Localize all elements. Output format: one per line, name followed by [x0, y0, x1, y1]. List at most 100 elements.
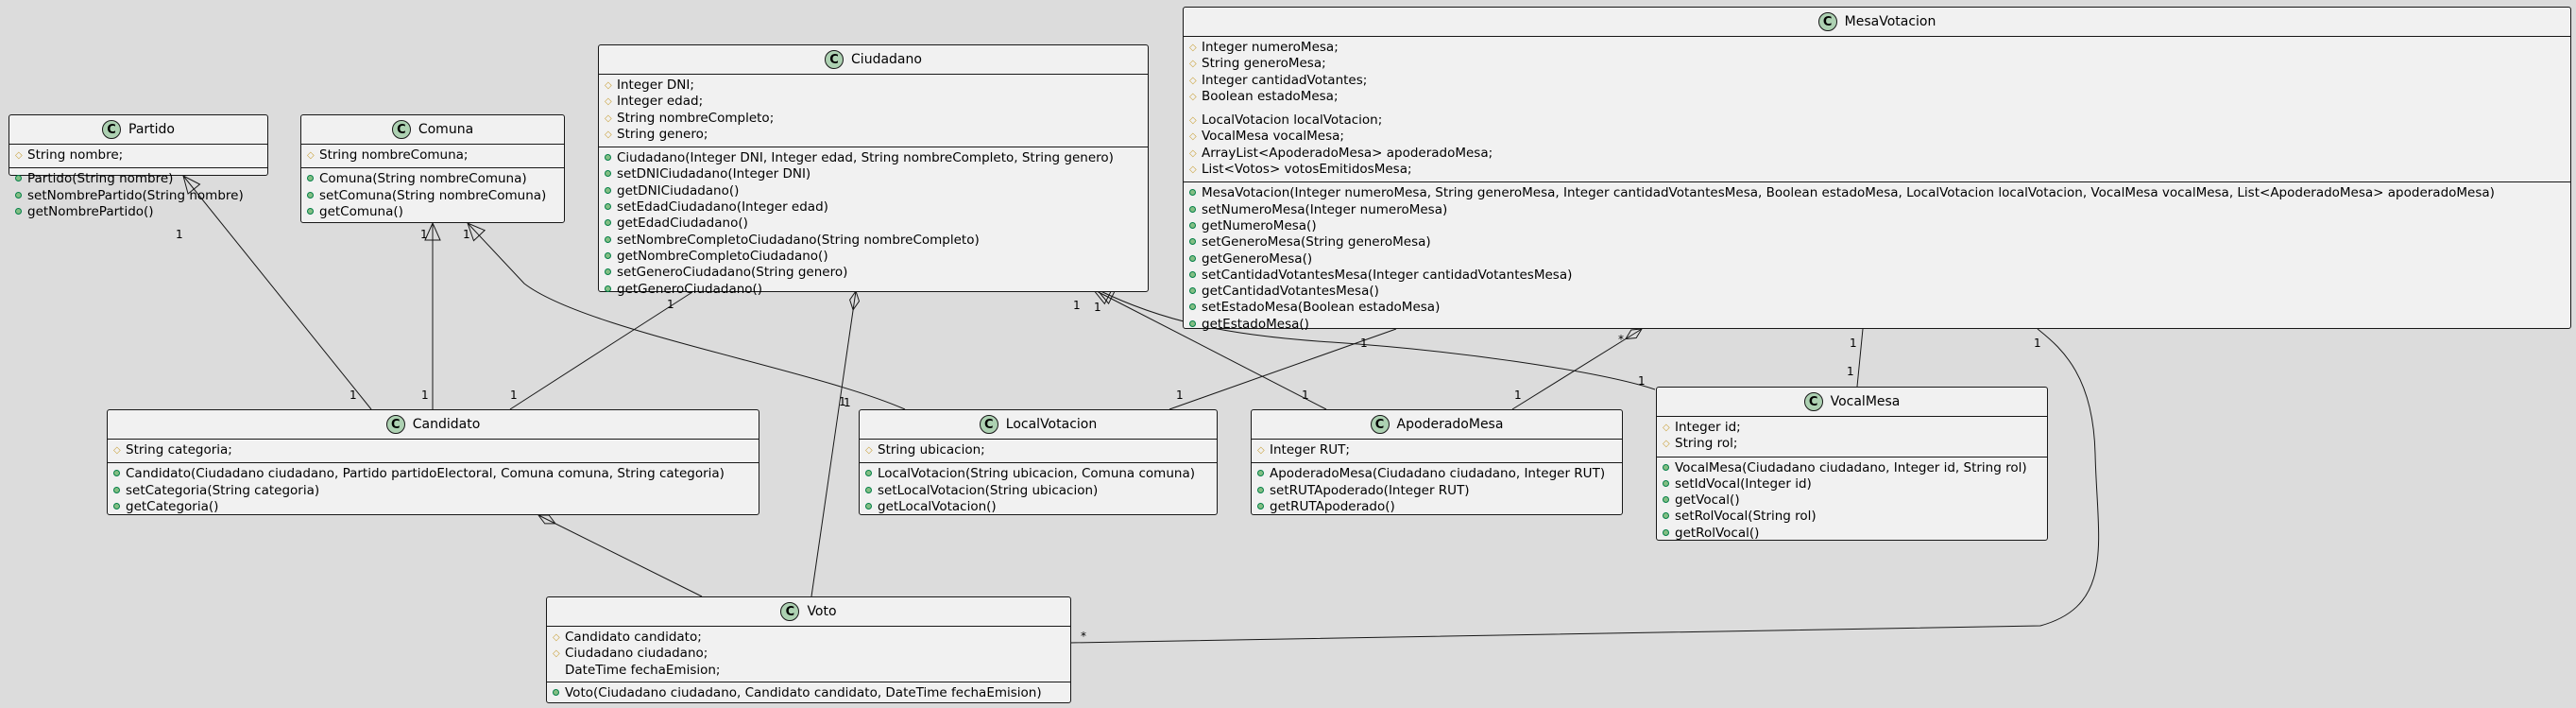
field: ◇String rol; — [1663, 436, 1738, 452]
public-icon — [1257, 484, 1270, 499]
method: setComuna(String nombreComuna) — [307, 188, 558, 204]
field: ◇VocalMesa vocalMesa; — [1189, 129, 1344, 145]
field: ◇String categoria; — [113, 442, 232, 458]
method: getNombrePartido() — [15, 204, 262, 220]
multiplicity-label: 1 — [463, 228, 470, 241]
class-icon: C — [979, 415, 998, 434]
protected-icon: ◇ — [1189, 43, 1197, 53]
class-comuna[interactable]: C Comuna ◇String nombreComuna; Comuna(Str… — [300, 114, 565, 223]
method: getNumeroMesa() — [1189, 218, 2565, 234]
field: ◇Integer DNI; — [605, 78, 694, 93]
class-icon: C — [391, 120, 411, 139]
method: setEdadCiudadano(Integer edad) — [605, 199, 1142, 216]
public-icon — [605, 250, 617, 265]
protected-icon: ◇ — [1663, 423, 1670, 433]
method: getDNICiudadano() — [605, 183, 1142, 199]
method: ApoderadoMesa(Ciudadano ciudadano, Integ… — [1257, 466, 1616, 482]
methods-section: Candidato(Ciudadano ciudadano, Partido p… — [108, 462, 759, 519]
method: getVocal() — [1663, 492, 2041, 509]
field: ◇Integer RUT; — [1257, 442, 1350, 458]
method: setNombrePartido(String nombre) — [15, 188, 262, 204]
protected-icon: ◇ — [865, 445, 873, 456]
public-icon — [1189, 219, 1202, 234]
field: ◇Candidato candidato; — [553, 630, 702, 645]
public-icon — [15, 189, 27, 204]
public-icon — [1189, 318, 1202, 333]
public-icon — [1189, 285, 1202, 300]
field: ◇String nombre; — [15, 147, 124, 163]
method: setGeneroCiudadano(String genero) — [605, 265, 1142, 281]
public-icon — [865, 484, 878, 499]
method: Ciudadano(Integer DNI, Integer edad, Str… — [605, 150, 1142, 166]
edge-voto-mesa — [1069, 328, 2100, 644]
methods-section: Voto(Ciudadano ciudadano, Candidato cand… — [547, 681, 1070, 705]
multiplicity-label: 1 — [510, 389, 518, 402]
method: setGeneroMesa(String generoMesa) — [1189, 234, 2565, 250]
methods-section: Comuna(String nombreComuna) setComuna(St… — [301, 167, 564, 224]
field: ◇String ubicacion; — [865, 442, 985, 458]
field: ◇String generoMesa; — [1189, 56, 1326, 72]
protected-icon: ◇ — [553, 648, 560, 660]
protected-icon: ◇ — [605, 80, 612, 91]
method: setRolVocal(String rol) — [1663, 509, 2041, 525]
method: setEstadoMesa(Boolean estadoMesa) — [1189, 300, 2565, 316]
method: setCantidadVotantesMesa(Integer cantidad… — [1189, 268, 2565, 284]
class-icon: C — [385, 415, 405, 434]
class-icon: C — [825, 50, 844, 69]
public-icon — [865, 467, 878, 482]
class-name: ApoderadoMesa — [1396, 417, 1504, 432]
field: ◇String nombreCompleto; — [605, 110, 775, 126]
edge-candidato-partido — [183, 176, 372, 410]
field: ◇Boolean estadoMesa; — [1189, 88, 1339, 104]
edge-apoderado-mesa — [1511, 329, 1642, 410]
class-name: MesaVotacion — [1844, 14, 1936, 29]
class-header: C Candidato — [108, 410, 759, 440]
class-name: VocalMesa — [1830, 394, 1901, 409]
fields-section: ◇Integer id; ◇String rol; — [1657, 417, 2047, 457]
class-icon: C — [1817, 12, 1837, 31]
field: ◇LocalVotacion localVotacion; — [1189, 112, 1383, 129]
public-icon — [307, 189, 319, 204]
multiplicity-label: 1 — [2034, 337, 2041, 350]
method: getComuna() — [307, 204, 558, 220]
fields-section: ◇String ubicacion; — [860, 440, 1217, 462]
public-icon — [1189, 235, 1202, 250]
class-name: Comuna — [418, 122, 474, 137]
class-name: Candidato — [412, 417, 481, 432]
public-icon — [113, 467, 126, 482]
public-icon — [15, 172, 27, 187]
fields-section: ◇Integer DNI; ◇Integer edad; ◇String nom… — [599, 75, 1148, 147]
method: Comuna(String nombreComuna) — [307, 171, 558, 187]
edge-voto-candidato — [538, 515, 703, 597]
multiplicity-label: 1 — [1638, 374, 1646, 388]
public-icon — [1189, 252, 1202, 268]
protected-icon: ◇ — [1189, 75, 1197, 86]
public-icon — [553, 686, 565, 701]
edge-candidato-ciudadano — [509, 291, 693, 410]
multiplicity-label: * — [1081, 630, 1086, 643]
protected-icon: ◇ — [1189, 59, 1197, 70]
public-icon — [1189, 203, 1202, 218]
method: getRolVocal() — [1663, 526, 2041, 542]
protected-icon: ◇ — [1189, 147, 1197, 159]
multiplicity-label: 1 — [1360, 337, 1368, 350]
methods-section: MesaVotacion(Integer numeroMesa, String … — [1184, 181, 2570, 337]
edge-local-comuna — [468, 223, 906, 410]
field: ◇String nombreComuna; — [307, 147, 469, 163]
method: MesaVotacion(Integer numeroMesa, String … — [1189, 185, 2565, 201]
methods-section: VocalMesa(Ciudadano ciudadano, Integer i… — [1657, 456, 2047, 545]
fields-section: ◇String nombreComuna; — [301, 145, 564, 167]
